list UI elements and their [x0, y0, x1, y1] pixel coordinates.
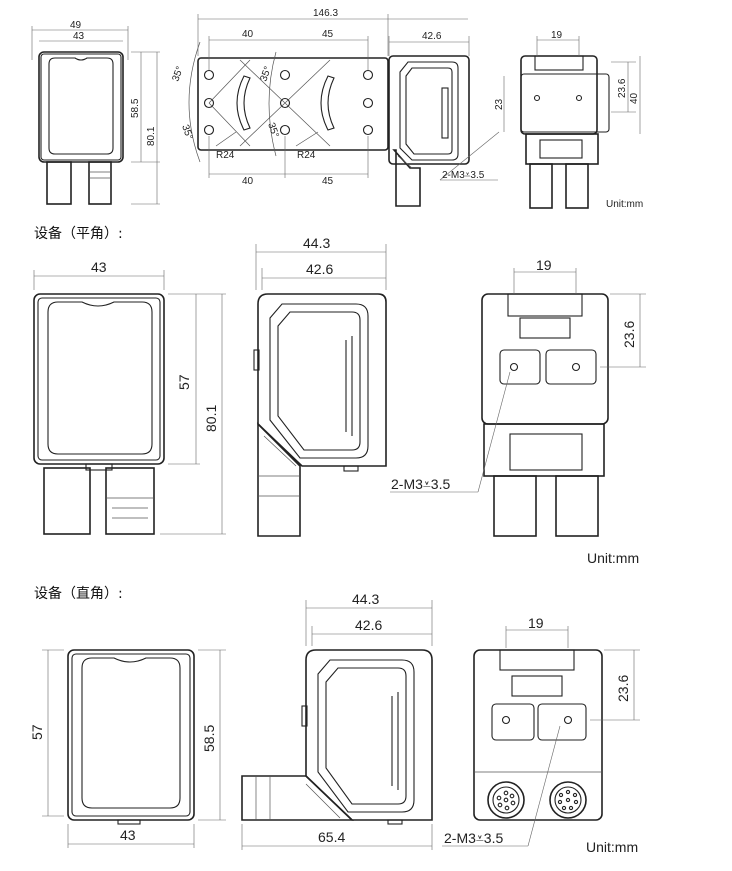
flat-back-view: 19 23.6 2-M3⩡3.5 Unit:mm [390, 257, 646, 566]
unit-label-top: Unit:mm [606, 199, 643, 210]
section-title-right-angle: 设备（直角）: [34, 586, 123, 602]
dim-57-flat: 57 [176, 374, 192, 390]
top-back-view: 19 23.6 40 23 Unit:mm [494, 30, 643, 210]
top-side-view: 42.6 2-M3⩡3.5 [388, 31, 500, 207]
dim-80-1-flat: 80.1 [203, 405, 219, 432]
connector-8pin [487, 781, 525, 819]
dim-42-6-flat: 42.6 [306, 261, 333, 277]
dim-42-6: 42.6 [422, 31, 442, 42]
dim-43-right: 43 [120, 827, 136, 843]
dim-40-lower: 40 [242, 176, 254, 187]
angle-35-c: 35° [258, 65, 274, 83]
unit-label-flat: Unit:mm [587, 550, 639, 566]
dim-19-right: 19 [528, 615, 544, 631]
dim-43: 43 [73, 31, 85, 42]
dim-23-6: 23.6 [617, 78, 628, 98]
dim-19: 19 [551, 30, 563, 41]
dim-49: 49 [70, 20, 82, 31]
right-side-view: 44.3 42.6 65.4 [241, 591, 433, 850]
dim-23-6-right: 23.6 [615, 675, 631, 702]
dim-45-lower: 45 [322, 176, 334, 187]
right-back-view: 19 23.6 2-M3⩡3.5 Unit:mm [442, 615, 640, 855]
flat-side-view: 44.3 42.6 [253, 235, 387, 537]
dim-42-6-right: 42.6 [355, 617, 382, 633]
angle-35-b: 35° [179, 123, 195, 141]
top-front-view: 49 43 58.5 80.1 [31, 20, 160, 205]
section-title-flat: 设备（平角）: [34, 226, 123, 242]
dim-40: 40 [629, 92, 640, 104]
flat-front-view: 43 57 80.1 [33, 259, 226, 535]
top-bracket-view: 146.3 40 45 40 45 35° 35° 35° 35° R24 R2… [170, 8, 468, 187]
right-front-view: 57 58.5 43 [29, 649, 226, 848]
dim-80-1: 80.1 [146, 126, 157, 146]
dim-44-3-right: 44.3 [352, 591, 379, 607]
connector-12pin [549, 781, 587, 819]
angle-35-a: 35° [170, 65, 186, 83]
dim-57-right: 57 [29, 724, 45, 740]
unit-label-right: Unit:mm [586, 839, 638, 855]
thread-label-right: 2-M3⩡3.5 [444, 830, 503, 846]
dim-43-flat: 43 [91, 259, 107, 275]
dim-65-4-right: 65.4 [318, 829, 345, 845]
dim-40-upper: 40 [242, 29, 254, 40]
dim-146-3: 146.3 [313, 8, 338, 19]
thread-label-flat: 2-M3⩡3.5 [391, 476, 450, 492]
dim-58-5: 58.5 [130, 98, 141, 118]
dim-44-3-flat: 44.3 [303, 235, 330, 251]
dim-23-6-flat: 23.6 [621, 321, 637, 348]
radius-r24-a: R24 [216, 150, 235, 161]
dim-45-upper: 45 [322, 29, 334, 40]
dim-58-5-right: 58.5 [201, 725, 217, 752]
angle-35-d: 35° [265, 121, 281, 139]
thread-label-top: 2-M3⩡3.5 [442, 170, 485, 181]
radius-r24-b: R24 [297, 150, 316, 161]
dim-23: 23 [494, 98, 505, 110]
dim-19-flat: 19 [536, 257, 552, 273]
